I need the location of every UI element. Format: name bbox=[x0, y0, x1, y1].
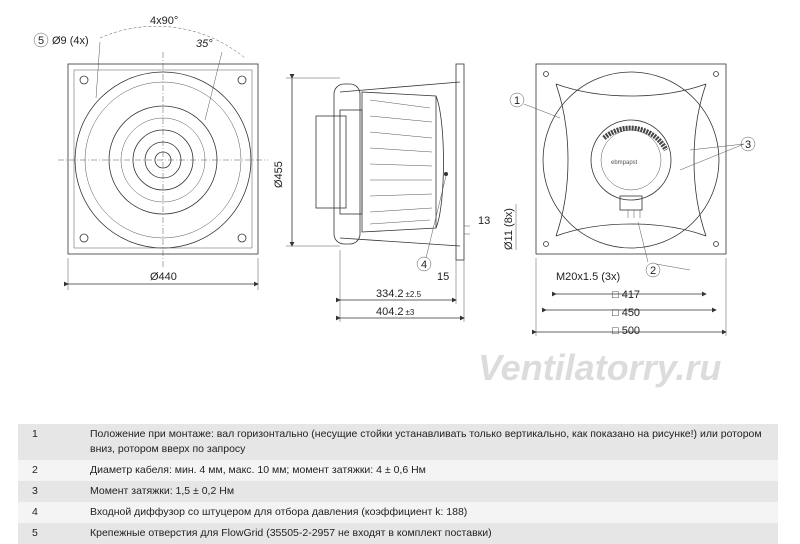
rear-square-500: □ 500 bbox=[612, 325, 640, 337]
rear-callout-3: 3 bbox=[745, 139, 751, 151]
side-callout-4: 4 bbox=[421, 259, 427, 271]
rear-square-417: □ 417 bbox=[612, 289, 640, 301]
legend-row: 5 Крепежные отверстия для FlowGrid (3550… bbox=[18, 523, 778, 544]
side-depth-b: 404.2±3 bbox=[376, 306, 415, 318]
rear-brand-label: ebmpapst bbox=[611, 160, 638, 166]
side-view bbox=[286, 63, 470, 322]
legend-row: 3 Момент затяжки: 1,5 ± 0,2 Нм bbox=[18, 481, 778, 502]
rear-gland-dim: M20x1.5 (3x) bbox=[556, 271, 620, 283]
front-callout-5: 5 bbox=[38, 35, 44, 47]
front-width-dim: Ø440 bbox=[150, 271, 177, 283]
legend-row: 2 Диаметр кабеля: мин. 4 мм, макс. 10 мм… bbox=[18, 460, 778, 481]
legend-number: 5 bbox=[32, 527, 38, 539]
side-height-dim: Ø455 bbox=[273, 161, 285, 188]
legend-table: 1 Положение при монтаже: вал горизонталь… bbox=[18, 424, 778, 544]
legend-text: Диаметр кабеля: мин. 4 мм, макс. 10 мм; … bbox=[90, 464, 426, 476]
watermark: Ventilatorry.ru bbox=[478, 347, 721, 388]
legend-text: Момент затяжки: 1,5 ± 0,2 Нм bbox=[90, 485, 235, 497]
legend-text: Крепежные отверстия для FlowGrid (35505-… bbox=[90, 527, 492, 539]
legend-number: 1 bbox=[32, 428, 38, 440]
front-pitch-dim: 4x90° bbox=[150, 15, 178, 27]
legend-text: Входной диффузор со штуцером для отбора … bbox=[90, 506, 468, 518]
side-lip-dim: 15 bbox=[437, 271, 449, 283]
front-view bbox=[58, 25, 268, 290]
rear-callout-1: 1 bbox=[514, 95, 520, 107]
legend-row: 4 Входной диффузор со штуцером для отбор… bbox=[18, 502, 778, 523]
front-holes-dim: Ø9 (4x) bbox=[52, 35, 89, 47]
legend-number: 2 bbox=[32, 464, 38, 476]
rear-view bbox=[515, 63, 745, 336]
legend-number: 3 bbox=[32, 485, 38, 497]
rear-square-450: □ 450 bbox=[612, 307, 640, 319]
legend-number: 4 bbox=[32, 506, 38, 518]
rear-holes-dim: Ø11 (8x) bbox=[503, 208, 515, 250]
legend-text: Положение при монтаже: вал горизонтально… bbox=[90, 428, 762, 455]
side-flange-dim: 13 bbox=[478, 215, 490, 227]
rear-callout-2: 2 bbox=[650, 265, 656, 277]
technical-drawing: Ventilatorry.ru 5 Ø9 (4x) 4x90° 35° Ø440 bbox=[33, 15, 756, 388]
side-depth-a: 334.2±2.5 bbox=[376, 288, 422, 300]
legend-row: 1 Положение при монтаже: вал горизонталь… bbox=[18, 424, 778, 460]
front-angle-dim: 35° bbox=[196, 38, 213, 50]
